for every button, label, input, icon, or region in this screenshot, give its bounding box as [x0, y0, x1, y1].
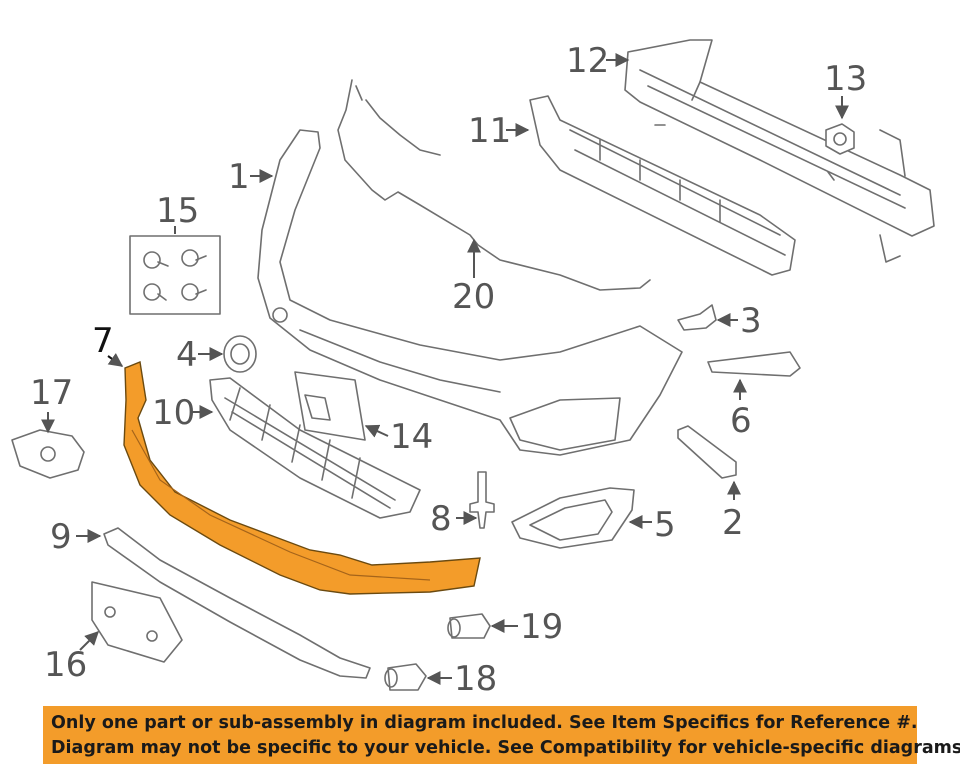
callout-3: 3	[740, 301, 762, 341]
parts-diagram: 1 2 3 4 5 6 7 8 9 10 11 12 13 14 15 16 1…	[11, 39, 935, 699]
sensor-bracket-part	[11, 429, 85, 479]
bolts-kit-part	[129, 235, 221, 315]
parking-sensor-upper-part	[447, 613, 491, 639]
callout-17: 17	[30, 373, 73, 413]
disclaimer-banner: Only one part or sub-assembly in diagram…	[43, 706, 960, 764]
callout-6: 6	[730, 401, 752, 441]
lower-trim-part	[103, 527, 371, 679]
fog-lamp-bezel-part	[511, 487, 635, 549]
callout-15: 15	[156, 191, 199, 231]
callout-2: 2	[722, 503, 744, 543]
callout-18: 18	[454, 659, 497, 699]
callout-8: 8	[430, 499, 452, 539]
callout-19: 19	[520, 607, 563, 647]
mounting-plate-part	[91, 581, 183, 663]
bracket-right-part	[707, 351, 801, 377]
bracket-lower-part	[677, 425, 737, 479]
cover-cap-part	[223, 335, 257, 373]
bumper-cover-part	[257, 129, 683, 456]
grille-part	[209, 377, 421, 519]
retainer-pin-part	[469, 471, 495, 529]
callout-5: 5	[654, 505, 676, 545]
disclaimer-line-2: Diagram may not be specific to your vehi…	[51, 738, 960, 758]
screw-part	[677, 304, 717, 331]
callout-4: 4	[176, 335, 198, 375]
callout-12: 12	[566, 41, 609, 81]
callout-7: 7	[92, 321, 114, 361]
leader-lines	[41, 53, 849, 685]
callout-20: 20	[452, 277, 495, 317]
reinforcement-bar-part	[624, 39, 935, 263]
license-bracket-part	[294, 371, 366, 441]
callout-11: 11	[468, 111, 511, 151]
parking-sensor-lower-part	[384, 663, 427, 691]
energy-absorber-part	[529, 95, 796, 276]
callout-13: 13	[824, 59, 867, 99]
callout-9: 9	[50, 517, 72, 557]
callout-1: 1	[228, 157, 250, 197]
callout-16: 16	[44, 645, 87, 685]
callout-10: 10	[152, 393, 195, 433]
wiring-harness-part	[337, 79, 651, 291]
air-deflector-part	[123, 361, 481, 595]
disclaimer-line-1: Only one part or sub-assembly in diagram…	[51, 713, 918, 733]
nut-part	[825, 123, 855, 155]
callout-14: 14	[390, 417, 433, 457]
